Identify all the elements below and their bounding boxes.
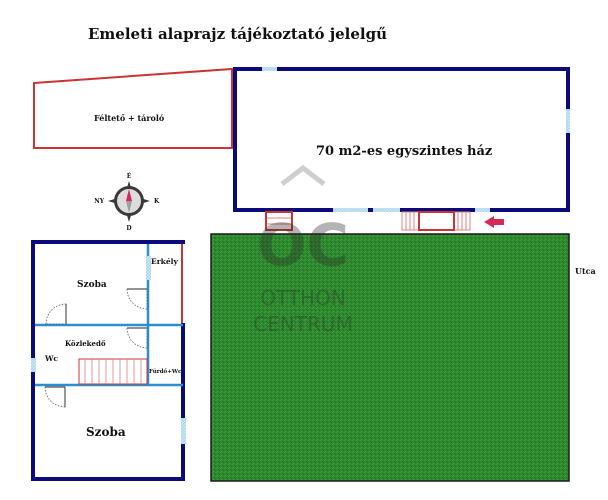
window: [181, 418, 186, 444]
window: [475, 208, 490, 212]
window: [31, 358, 36, 372]
compass-north-label: É: [127, 172, 132, 180]
house-label: 70 m2-es egyszintes ház: [316, 144, 492, 159]
entrance-steps: [401, 211, 471, 231]
room-lower-label: Szoba: [86, 425, 126, 439]
compass-icon: [108, 181, 150, 222]
house-outline: [233, 67, 570, 212]
wc-label: Wc: [44, 354, 58, 363]
attic-storage-outline: [33, 67, 233, 149]
balcony-label: Erkély: [151, 257, 178, 266]
corridor-label: Közlekedő: [65, 339, 106, 348]
floor-plan: [31, 240, 186, 481]
stairs-left: [265, 211, 293, 231]
window: [262, 67, 277, 71]
watermark-line1: OTTHON: [260, 286, 346, 310]
bathroom-label: Fürdő+Wc: [149, 368, 182, 375]
lawn-plot: [210, 233, 570, 482]
street-label: Utca: [575, 266, 596, 276]
compass-east-label: K: [154, 198, 160, 205]
window: [566, 109, 570, 133]
watermark-line2: CENTRUM: [253, 312, 353, 336]
room-upper-label: Szoba: [77, 280, 107, 290]
window: [333, 208, 368, 212]
watermark-logo: OC OTTHON CENTRUM: [253, 164, 353, 336]
compass-west-label: NY: [94, 198, 104, 205]
window: [146, 256, 151, 280]
entrance-arrow-icon: [484, 216, 504, 228]
page-title: Emeleti alaprajz tájékoztató jelelgű: [88, 25, 387, 43]
window: [373, 208, 400, 212]
compass-south-label: D: [126, 225, 131, 232]
watermark-monogram: OC: [257, 211, 349, 279]
attic-storage-label: Féltető + tároló: [94, 113, 165, 123]
